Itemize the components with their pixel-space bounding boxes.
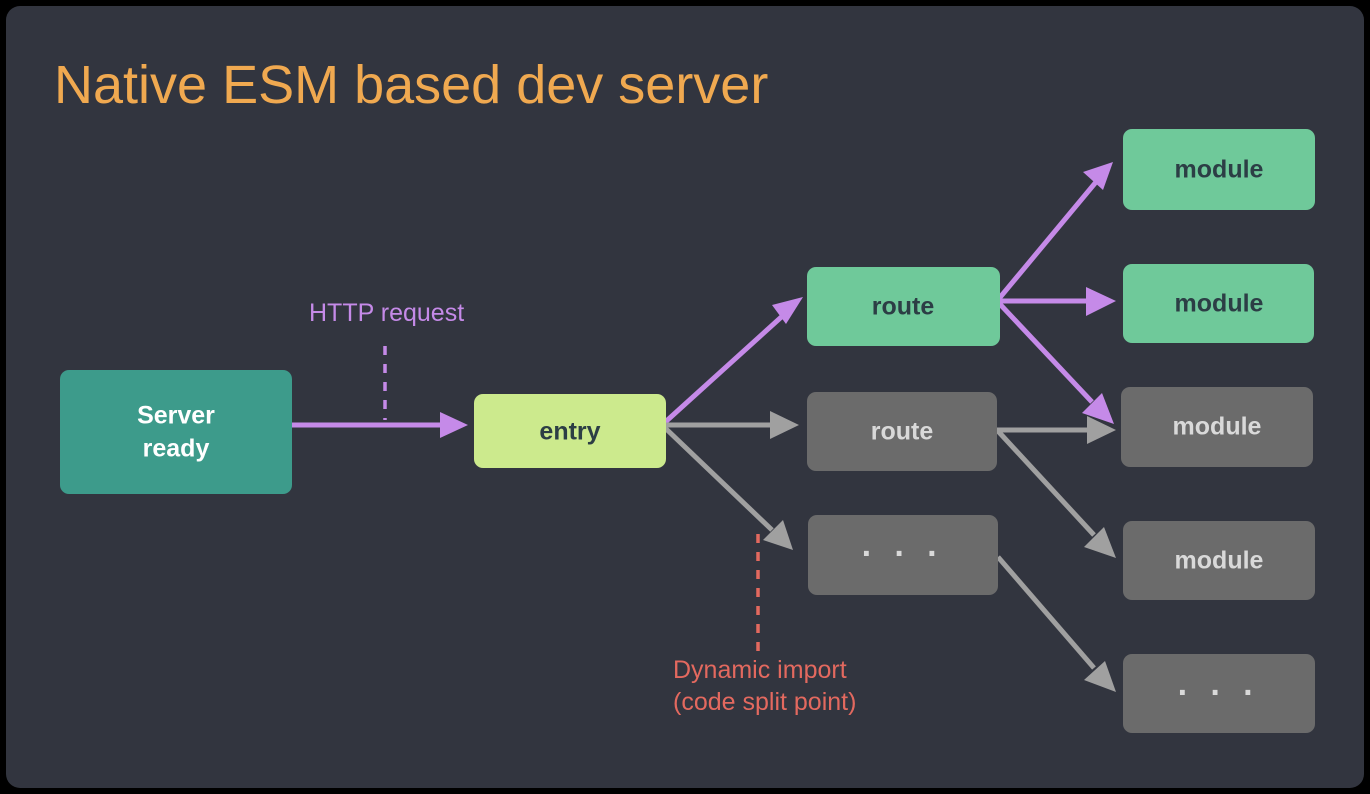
page-title: Native ESM based dev server xyxy=(54,55,769,115)
node-entry[interactable]: entry xyxy=(474,394,666,468)
node-ellipsis-bottom[interactable]: · · · xyxy=(1123,654,1315,733)
edge-route-to-module-1 xyxy=(995,162,1113,303)
node-ellipsis-mid-label: · · · xyxy=(862,535,945,573)
edge-route-to-module-2 xyxy=(997,287,1116,316)
edges-layer xyxy=(288,162,1116,692)
dynamic-import-label-line2: (code split point) xyxy=(673,688,856,716)
node-ellipsis-bottom-label: · · · xyxy=(1178,674,1261,712)
edge-entry-to-route-inactive xyxy=(662,411,799,439)
annotation-http-request: HTTP request xyxy=(309,299,464,420)
node-ellipsis-mid[interactable]: · · · xyxy=(808,515,998,595)
edge-entry-to-ellipsis xyxy=(660,423,793,550)
node-server-ready[interactable]: Server ready xyxy=(60,370,292,494)
node-module-3-label: module xyxy=(1173,413,1262,441)
node-module-4[interactable]: module xyxy=(1123,521,1315,600)
node-module-1-label: module xyxy=(1175,156,1264,184)
node-entry-label: entry xyxy=(539,418,600,446)
nodes-layer: Server ready entry route route · · · xyxy=(60,129,1315,733)
node-module-3[interactable]: module xyxy=(1121,387,1313,467)
node-route-inactive[interactable]: route xyxy=(807,392,997,471)
node-module-4-label: module xyxy=(1175,547,1264,575)
edge-server-to-entry xyxy=(288,412,468,438)
node-route-inactive-label: route xyxy=(871,418,934,446)
esm-dev-server-diagram: HTTP request Dynamic import (code split … xyxy=(60,129,1315,733)
dynamic-import-label-line1: Dynamic import xyxy=(673,656,847,684)
node-module-2[interactable]: module xyxy=(1123,264,1314,343)
edge-route-inactive-to-module-4 xyxy=(995,428,1116,558)
edge-route-inactive-to-module-3 xyxy=(997,416,1116,444)
edge-ellipsis-to-ellipsis xyxy=(996,555,1116,692)
node-server-ready-label-line1: Server xyxy=(137,402,215,430)
edge-entry-to-route-active xyxy=(660,297,803,427)
annotations-layer: HTTP request Dynamic import (code split … xyxy=(309,299,856,716)
slide-canvas: Native ESM based dev server xyxy=(6,6,1364,788)
node-route-active-label: route xyxy=(872,293,935,321)
node-module-2-label: module xyxy=(1175,290,1264,318)
edge-route-to-module-3 xyxy=(995,299,1114,424)
annotation-dynamic-import: Dynamic import (code split point) xyxy=(673,534,856,716)
node-route-active[interactable]: route xyxy=(807,267,1000,346)
http-request-label: HTTP request xyxy=(309,299,464,327)
node-module-1[interactable]: module xyxy=(1123,129,1315,210)
node-server-ready-label-line2: ready xyxy=(143,435,210,463)
